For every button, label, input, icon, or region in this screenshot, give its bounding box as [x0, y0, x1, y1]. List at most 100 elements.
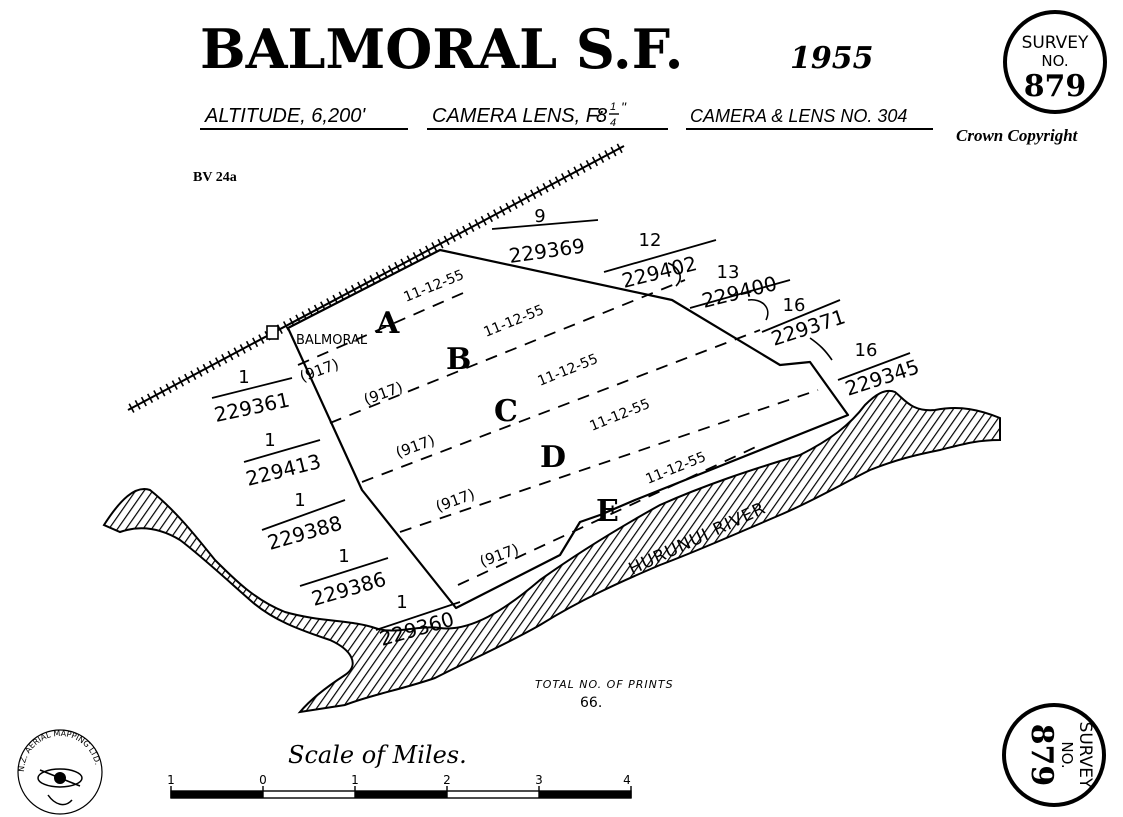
camera-number-label: CAMERA & LENS NO. 304	[690, 106, 907, 126]
scale-title: Scale of Miles.	[288, 741, 467, 769]
scale-tick-4: 4	[623, 773, 631, 787]
label-leaders	[667, 262, 833, 361]
railway-tie	[431, 242, 438, 252]
svg-text:1: 1	[396, 592, 407, 613]
strip-label-d: D	[540, 440, 566, 475]
survey-area-boundary	[286, 248, 850, 610]
railway-tie	[604, 150, 611, 160]
copyright-label: Crown Copyright	[956, 126, 1079, 145]
camera-lens-numerator: 1	[610, 101, 616, 113]
railway-tie	[245, 340, 252, 351]
railway-tie	[548, 179, 555, 190]
railway-tie	[394, 261, 401, 272]
railway-tie	[227, 350, 234, 361]
railway-tie	[214, 357, 222, 367]
railway-tie	[147, 393, 154, 404]
strip-line-d	[399, 389, 819, 533]
railway-tie	[585, 159, 592, 170]
survey-badge-top: SURVEY NO. 879	[1003, 10, 1107, 114]
svg-text:879: 879	[1024, 69, 1087, 104]
svg-text:N.Z. AERIAL MAPPING LTD.: N.Z. AERIAL MAPPING LTD.	[17, 729, 102, 772]
railway-tie	[258, 334, 265, 344]
svg-text:229361: 229361	[212, 388, 292, 427]
railway-tie	[406, 255, 413, 265]
boundary-label-4: 16 229371	[761, 295, 848, 351]
railway-tie	[443, 235, 450, 246]
svg-text:9: 9	[534, 206, 545, 227]
flight-strips	[297, 279, 819, 586]
railway-tie	[542, 182, 549, 193]
svg-text:229413: 229413	[243, 449, 323, 491]
railway-tie	[221, 353, 228, 364]
strip-line-c	[361, 329, 761, 483]
survey-badge-bottom: SURVEY NO. 879	[1002, 703, 1106, 807]
strip-label-b: B	[446, 342, 471, 377]
total-prints-label: TOTAL NO. OF PRINTS	[535, 678, 674, 691]
strip-line-b	[329, 279, 686, 424]
railway-tie	[462, 225, 469, 236]
railway-tie	[252, 337, 259, 348]
scale-bar: 1 0 1 2 3 4	[167, 773, 632, 799]
svg-text:1: 1	[264, 430, 275, 451]
scale-tick-0: 0	[259, 773, 267, 787]
railway-tie	[196, 367, 203, 377]
altitude-label: ALTITUDE, 6,200'	[204, 105, 366, 127]
railway-tie	[388, 265, 395, 275]
railway-tie	[140, 396, 147, 407]
railway-tie	[517, 196, 524, 206]
railway-tie	[579, 163, 586, 173]
railway-tie	[177, 377, 185, 387]
svg-text:SURVEY: SURVEY	[1022, 33, 1089, 53]
railway-tie	[128, 403, 135, 413]
camera-lens-label: CAMERA LENS, F: 8 1 4 "	[432, 99, 627, 129]
railway-tie	[190, 370, 197, 381]
camera-lens-denominator: 4	[610, 117, 616, 129]
boundary-label-6: 1 229361	[211, 367, 293, 427]
scale-tick-1-left: 1	[167, 773, 175, 787]
map-title: BALMORAL S.F.	[200, 17, 683, 81]
total-prints-value: 66.	[580, 695, 602, 711]
aircraft-icon	[37, 768, 83, 788]
railway-tie	[561, 173, 568, 183]
boundary-label-1: 9 229369	[491, 206, 599, 268]
svg-text:16: 16	[855, 340, 878, 361]
railway-tie	[233, 347, 240, 357]
svg-text:16: 16	[783, 295, 806, 316]
svg-text:NO.: NO.	[1041, 52, 1068, 70]
balmoral-station-marker	[266, 325, 279, 340]
railway-tie	[493, 209, 500, 219]
railway-tie	[412, 252, 419, 262]
strip-line-e	[457, 444, 761, 586]
railway-tie	[418, 248, 426, 259]
railway-tie	[480, 215, 487, 226]
railway-tie	[511, 199, 518, 209]
svg-text:CAMERA LENS, F:: CAMERA LENS, F:	[432, 105, 604, 127]
svg-text:1: 1	[338, 546, 349, 567]
svg-text:SURVEY: SURVEY	[1075, 722, 1095, 789]
railway-tie	[165, 383, 172, 394]
boundary-label-2: 12 229402	[603, 230, 717, 293]
railway-line	[127, 143, 625, 413]
railway-tie	[400, 258, 407, 269]
railway-tie	[455, 229, 463, 239]
place-label-balmoral: BALMORAL	[296, 333, 368, 348]
railway-tie	[598, 153, 605, 163]
strip-label-c: C	[494, 394, 518, 429]
strip-label-a: A	[375, 306, 400, 341]
railway-tie	[208, 360, 215, 371]
reference-label: BV 24a	[193, 170, 237, 185]
svg-text:13: 13	[717, 262, 740, 283]
railway-tie	[202, 363, 209, 374]
svg-text:1: 1	[294, 490, 305, 511]
svg-text:229402: 229402	[619, 251, 699, 293]
strip-line-a	[297, 289, 471, 366]
railway-tie	[184, 373, 191, 384]
svg-text:229371: 229371	[768, 304, 848, 350]
railway-tie	[134, 400, 141, 410]
railway-tie	[554, 176, 561, 186]
boundary-label-5: 16 229345	[837, 340, 922, 401]
railway-tie	[425, 245, 432, 256]
boundary-label-3: 13 229400	[689, 262, 791, 313]
railway-tie	[171, 380, 178, 390]
